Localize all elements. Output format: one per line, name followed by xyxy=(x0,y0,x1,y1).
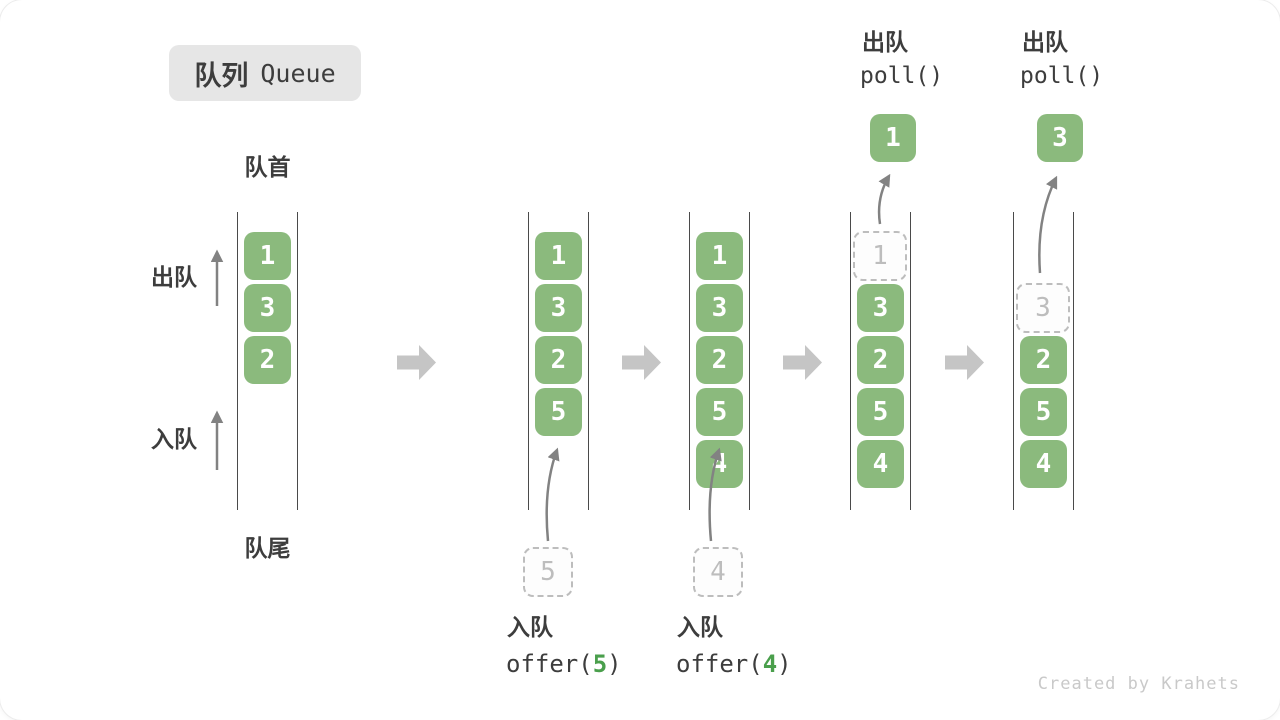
queue5-item: 5 xyxy=(1020,388,1067,436)
queue5-item: 2 xyxy=(1020,336,1067,384)
queue5-polled-box: 3 xyxy=(1037,114,1083,162)
queue2-item: 1 xyxy=(535,232,582,280)
code-offer-4: offer(4) xyxy=(676,650,792,678)
watermark: Created by Krahets xyxy=(1037,674,1240,694)
label-dequeue-op1: 出队 xyxy=(862,29,908,55)
queue3-item: 5 xyxy=(696,388,743,436)
queue4-item: 3 xyxy=(857,284,904,332)
label-enqueue-op1: 入队 xyxy=(507,614,553,640)
offer-arg-5: 5 xyxy=(592,650,608,678)
queue3-item: 4 xyxy=(696,440,743,488)
queue2-item: 3 xyxy=(535,284,582,332)
queue3-item: 1 xyxy=(696,232,743,280)
transition-arrow-icon xyxy=(783,345,822,380)
queue-rails-4 xyxy=(850,212,911,510)
queue3-item: 2 xyxy=(696,336,743,384)
code-poll-2: poll() xyxy=(1020,63,1104,89)
transition-arrow-icon xyxy=(622,345,661,380)
queue4-removed-item: 1 xyxy=(853,231,907,281)
code-offer-5: offer(5) xyxy=(506,650,622,678)
queue1-item: 2 xyxy=(244,336,291,384)
transition-arrow-icon xyxy=(397,345,436,380)
queue2-item: 5 xyxy=(535,388,582,436)
offer-arg-4: 4 xyxy=(762,650,778,678)
label-enqueue-op2: 入队 xyxy=(677,614,723,640)
transition-arrow-icon xyxy=(945,345,984,380)
queue5-removed-item: 3 xyxy=(1016,283,1070,333)
queue-rails-1 xyxy=(237,212,298,510)
queue2-pending-box: 5 xyxy=(523,547,573,597)
queue-rails-5 xyxy=(1013,212,1074,510)
queue4-item: 2 xyxy=(857,336,904,384)
queue5-item: 4 xyxy=(1020,440,1067,488)
queue-rails-2 xyxy=(528,212,589,510)
label-queue-rear: 队尾 xyxy=(244,535,291,561)
label-dequeue-op2: 出队 xyxy=(1022,29,1068,55)
queue3-item: 3 xyxy=(696,284,743,332)
queue1-item: 3 xyxy=(244,284,291,332)
label-enqueue-side: 入队 xyxy=(151,426,197,452)
label-dequeue-side: 出队 xyxy=(151,264,197,290)
code-poll-1: poll() xyxy=(860,63,944,89)
queue4-item: 4 xyxy=(857,440,904,488)
queue3-pending-box: 4 xyxy=(693,547,743,597)
title-zh: 队列 xyxy=(194,60,249,91)
label-queue-front: 队首 xyxy=(244,154,291,180)
queue4-polled-box: 1 xyxy=(870,114,916,162)
title-en: Queue xyxy=(260,58,336,88)
queue4-item: 5 xyxy=(857,388,904,436)
title-badge: 队列 Queue xyxy=(169,45,361,101)
queue-rails-3 xyxy=(689,212,750,510)
queue2-item: 2 xyxy=(535,336,582,384)
queue1-item: 1 xyxy=(244,232,291,280)
